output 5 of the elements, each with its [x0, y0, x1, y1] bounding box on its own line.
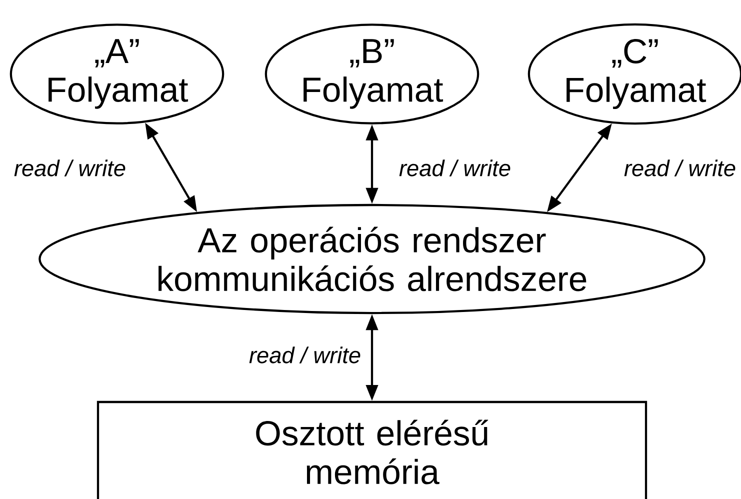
edge-label: read / write: [624, 160, 736, 176]
edge-label: read / write: [14, 160, 126, 176]
memory-box: Osztott elérésű memória: [96, 400, 648, 499]
edge-label: read / write: [249, 346, 360, 364]
edge-label: read / write: [399, 160, 510, 176]
